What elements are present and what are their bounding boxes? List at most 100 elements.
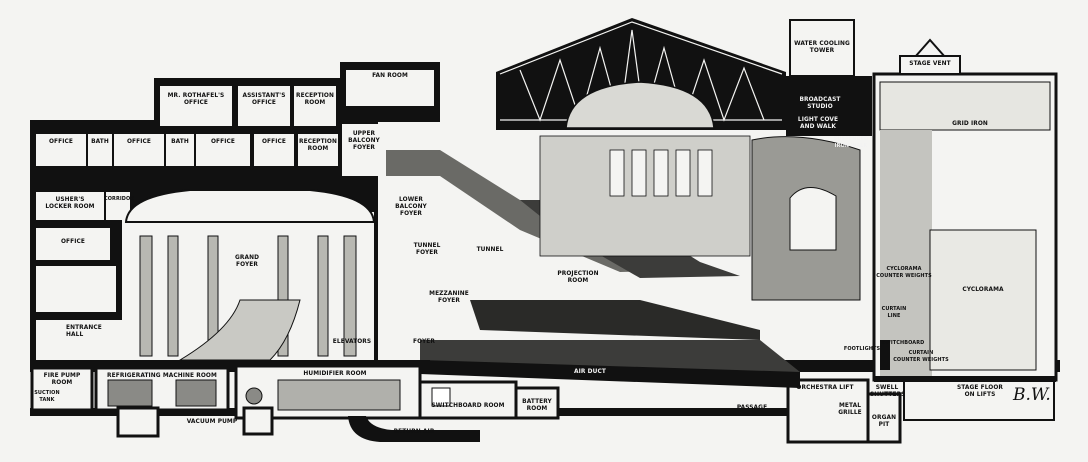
grid-iron-label: GRID IRON	[952, 119, 988, 127]
office-1-label: OFFICE	[48, 137, 74, 145]
ushers-locker-room-label: USHER'S LOCKER ROOM	[45, 195, 95, 210]
fly-gallery	[879, 81, 1051, 131]
office-2-room	[114, 134, 164, 166]
foyer-label: FOYER	[413, 337, 435, 345]
tunnel-foyer-label: TUNNEL FOYER	[413, 241, 441, 256]
upper-balcony-foyer-room	[342, 124, 386, 176]
air-duct-label: AIR DUCT	[574, 367, 606, 375]
office-3-label: OFFICE	[210, 137, 236, 145]
fire-pump-room-label: FIRE PUMP ROOM	[43, 371, 81, 386]
water-cooling-tower-label: WATER COOLING TOWER	[794, 39, 850, 54]
footlights-label: FOOTLIGHTS	[843, 346, 881, 352]
vacuum-pump-unit	[245, 387, 263, 405]
stage-left-shading	[880, 130, 932, 376]
bath-2-label: BATH	[171, 137, 189, 145]
curtain-line-label: CURTAIN LINE	[881, 306, 907, 319]
office-4-room	[254, 134, 294, 166]
lower-balcony-foyer-room	[378, 190, 444, 230]
proscenium-opening	[789, 187, 837, 251]
tunnel-foyer-room	[398, 236, 456, 264]
water-tower-box	[789, 19, 855, 77]
broadcast-studio-label: BROADCAST STUDIO	[799, 95, 841, 110]
grand-foyer-label: GRAND FOYER	[234, 253, 260, 268]
mezzanine-foyer-room	[424, 276, 474, 312]
passage-label: PASSAGE	[736, 403, 768, 411]
reception-room-2-label: RECEPTION ROOM	[299, 137, 337, 152]
return-air-duct	[348, 416, 480, 442]
stage-vent-box	[899, 55, 961, 75]
reception-room-top-label: RECEPTION ROOM	[296, 91, 334, 106]
refrigerating-machine-room-label: REFRIGERATING MACHINE ROOM	[107, 371, 217, 379]
battery-room-label: BATTERY ROOM	[522, 397, 552, 412]
refrig-machine-1	[107, 379, 153, 407]
orchestra-floor	[420, 340, 800, 372]
fan-room-room	[346, 70, 434, 106]
office-1-room	[36, 134, 86, 166]
office-5-label: OFFICE	[60, 237, 86, 245]
humidifier-unit	[277, 379, 401, 411]
rothafel-office-label: MR. ROTHAFEL'S OFFICE	[167, 91, 225, 106]
fire-pump-room-box	[30, 366, 94, 412]
cyclorama-label: CYCLORAMA	[962, 285, 1004, 293]
battery-room-box	[514, 386, 560, 420]
entrance-hall-label: ENTRANCE HALL	[66, 323, 102, 338]
broadcast-block	[786, 76, 872, 136]
reception-room-top-room	[294, 86, 336, 126]
tunnel-label: TUNNEL	[476, 245, 504, 253]
cyclorama-counter-weights-label: CYCLORAMA COUNTER WEIGHTS	[876, 266, 932, 279]
bath-1-label: BATH	[91, 137, 109, 145]
elevators-label: ELEVATORS	[332, 337, 372, 345]
switchboard-label: SWITCHBOARD	[881, 340, 925, 346]
auditorium-dome	[565, 81, 715, 129]
suction-tank-label: SUCTION TANK	[34, 390, 60, 403]
orchestra-lift-label: ORCHESTRA LIFT	[796, 383, 854, 391]
mezzanine-foyer-label: MEZZANINE FOYER	[429, 289, 469, 304]
mezzanine-seating	[470, 300, 760, 340]
rothafel-office-room	[160, 86, 232, 126]
office-2-label: OFFICE	[126, 137, 152, 145]
grand-stair	[178, 299, 301, 361]
light-cove-label: LIGHT COVE AND WALK	[797, 115, 839, 130]
switchboard-panel	[431, 387, 451, 407]
suspended-iron-walk-label: SUSPENDED IRON WALK	[833, 136, 869, 149]
street-slab	[30, 360, 430, 366]
reception-room-2-room	[298, 134, 338, 166]
office-4-label: OFFICE	[261, 137, 287, 145]
bath-2-room	[166, 134, 194, 166]
office-5-room	[36, 228, 110, 260]
entrance-hall-room	[36, 320, 126, 360]
tunnel-room	[460, 236, 520, 264]
corridor-label: CORRIDOR	[104, 196, 135, 202]
assistants-office-label: ASSISTANT'S OFFICE	[242, 91, 286, 106]
humidifier-room-label: HUMIDIFIER ROOM	[303, 369, 367, 377]
upper-balcony-foyer-label: UPPER BALCONY FOYER	[348, 129, 380, 151]
basement-under-humid	[242, 406, 274, 436]
return-air-label: RETURN AIR	[393, 427, 435, 435]
cyclorama-panel	[929, 229, 1037, 371]
swell-shutters-label: SWELL SHUTTERS	[870, 383, 906, 398]
roof-truss-mass	[496, 18, 786, 130]
basement-under-fire	[116, 406, 160, 438]
grand-foyer-dome	[124, 189, 376, 223]
office-3-room	[196, 134, 250, 166]
stage-vent-label: STAGE VENT	[909, 59, 951, 67]
switchboard-room-label: SWITCHBOARD ROOM	[431, 401, 505, 409]
switchboard-stage	[880, 340, 890, 370]
vacuum-pump-label: VACUUM PUMP	[186, 417, 238, 425]
stage-floor	[874, 376, 1056, 382]
bath-1-room	[88, 134, 112, 166]
auditorium-arches	[609, 149, 713, 197]
curtain-counter-weights-label: CURTAIN COUNTER WEIGHTS	[893, 350, 949, 363]
organ-pit-box	[866, 392, 902, 444]
fan-room-label: FAN ROOM	[372, 71, 408, 79]
orchestra-pit-box	[786, 378, 870, 444]
ushers-room	[36, 192, 104, 220]
projection-room-label: PROJECTION ROOM	[557, 269, 599, 284]
assistants-office-room	[238, 86, 290, 126]
air-duct-slab	[420, 360, 800, 388]
stage-floor-on-lifts-label: STAGE FLOOR ON LIFTS	[956, 383, 1004, 398]
organ-pit-label: ORGAN PIT	[871, 413, 897, 428]
stage-basement-box	[903, 379, 1055, 421]
